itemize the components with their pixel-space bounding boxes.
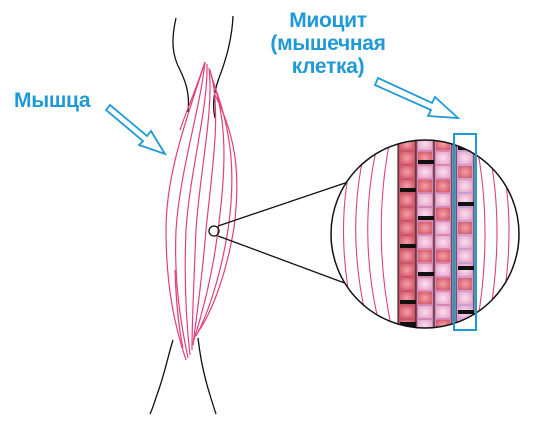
myocyte-label-line1: Миоцит — [258, 9, 398, 32]
myofibril-highlighted — [456, 134, 474, 334]
myofibril-3 — [434, 134, 452, 334]
myocyte-label-line2: (мышечная — [258, 32, 398, 55]
myocyte-label-line3: клетка) — [258, 55, 398, 78]
muscle-label: Мышца — [14, 89, 90, 112]
zoom-indicator — [209, 181, 351, 285]
myofibril-2 — [416, 134, 434, 334]
myofibril-1 — [398, 134, 416, 334]
myocyte-label: Миоцит (мышечная клетка) — [258, 9, 398, 78]
hollow-arrow-icon — [375, 78, 458, 118]
magnified-view — [330, 134, 520, 334]
muscle-fibers — [166, 62, 237, 360]
hollow-arrow-icon — [106, 105, 165, 154]
